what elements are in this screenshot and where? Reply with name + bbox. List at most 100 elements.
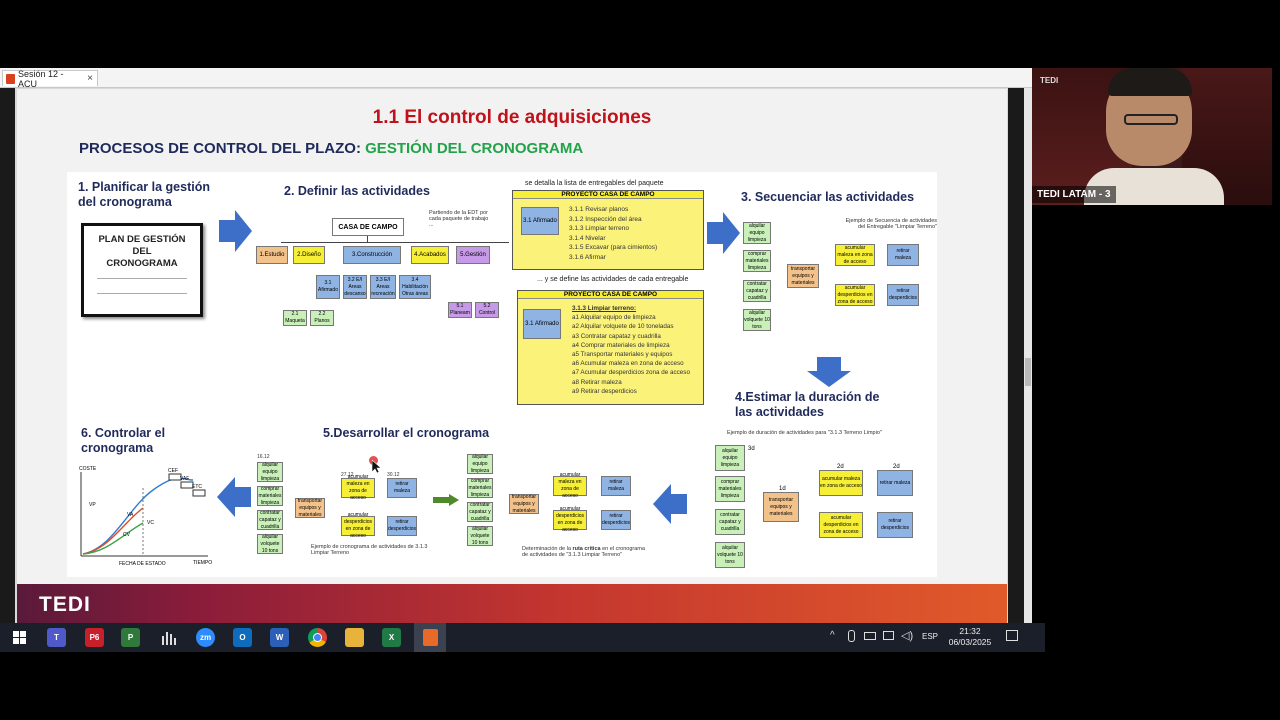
pdf-reader-taskbar-button[interactable]	[414, 623, 446, 652]
seq-mid: transportar equipos y materiales	[787, 264, 819, 288]
document-tab[interactable]: Sesión 12 - ACU ×	[2, 69, 98, 89]
seq-left-4: alquilar volquete 10 tons	[743, 309, 771, 331]
teams-icon[interactable]: T	[47, 628, 66, 647]
slide-title: 1.1 El control de adquisiciones	[372, 107, 652, 128]
pdf-icon	[6, 73, 15, 84]
activity-item: a4 Comprar materiales de limpieza	[572, 341, 670, 349]
activity-item: a2 Alquilar volquete de 10 toneladas	[572, 323, 674, 331]
doc-line2: DEL	[132, 246, 152, 257]
dur-left-3: contratar capataz y cuadrilla	[715, 509, 745, 535]
volume-icon[interactable]: ◁)	[901, 630, 914, 642]
step3-heading: 3. Secuenciar las actividades	[741, 190, 915, 204]
right-margin	[1008, 88, 1024, 623]
crit-left-4: alquilar volquete 10 tons	[467, 526, 493, 546]
caption-post: en el cronograma de actividades de "3.1.…	[522, 546, 645, 558]
crit-left-1: alquilar equipo limpieza	[467, 454, 493, 474]
doc-line1: PLAN DE GESTIÓN	[98, 234, 186, 245]
deliverables-box: PROYECTO CASA DE CAMPO 3.1 Afirmado 3.1.…	[512, 190, 704, 270]
caption-bold: ruta crítica	[572, 546, 601, 552]
arrow-right-icon	[219, 210, 252, 252]
wbs-sub-recreacion: 3.3 E/I Areas recreación	[370, 275, 396, 299]
wbs-connector	[281, 242, 509, 243]
critical-path-caption: Determinación de la ruta crítica en el c…	[522, 546, 652, 558]
excel-icon[interactable]: X	[382, 628, 401, 647]
activity-item: a3 Contratar capataz y cuadrilla	[572, 332, 661, 340]
crit-ret-1: retirar maleza	[601, 476, 631, 496]
chart-label: VC	[147, 520, 154, 526]
seq-ret-1: retirar maleza	[887, 244, 919, 266]
notifications-icon[interactable]	[1006, 630, 1018, 641]
crit-mid: transportar equipos y materiales	[509, 494, 539, 514]
wbs-connector-v	[367, 236, 368, 243]
step2-heading: 2. Definir las actividades	[284, 184, 430, 198]
primavera-p6-icon[interactable]: P6	[85, 628, 104, 647]
outlook-icon[interactable]: O	[233, 628, 252, 647]
chart-label: COSTE	[79, 466, 97, 472]
date-label: 30.12	[387, 472, 400, 478]
crit-left-3: contratar capataz y cuadrilla	[467, 502, 493, 522]
earned-value-chart	[80, 472, 208, 557]
chrome-icon[interactable]	[308, 628, 327, 647]
chart-label: ETC	[192, 484, 202, 490]
deliverable-item: 3.1.3 Limpiar terreno	[569, 225, 629, 232]
vertical-scrollbar[interactable]	[1024, 88, 1032, 623]
date-label: 27.12	[341, 472, 354, 478]
language-indicator[interactable]: ESP	[922, 632, 939, 641]
dur-ret-1: retirar maleza	[877, 470, 913, 496]
word-icon[interactable]: W	[270, 628, 289, 647]
tab-bar: Sesión 12 - ACU ×	[0, 68, 1032, 89]
step1-heading: 1. Planificar la gestión del cronograma	[78, 180, 210, 210]
sched-acc-1: acumular maleza en zona de acceso	[341, 474, 375, 501]
dur-acc-1: acumular maleza en zona de acceso	[819, 470, 863, 496]
seq-left-2: comprar materiales limpieza	[743, 250, 771, 272]
project-icon[interactable]: P	[121, 628, 140, 647]
activity-item: a9 Retirar desperdicios	[572, 387, 637, 395]
file-explorer-icon[interactable]	[345, 628, 364, 647]
wbs-sub-otras: 3.4 Habilitación Otras áreas	[399, 275, 431, 299]
chevron-up-icon[interactable]: ^	[830, 630, 835, 641]
diagram-panel: 1. Planificar la gestión del cronograma …	[67, 172, 937, 577]
chart-label: VAF	[180, 476, 190, 482]
step6-heading-line2: cronograma	[81, 441, 154, 455]
plan-document: PLAN DE GESTIÓN DEL CRONOGRAMA	[81, 223, 203, 317]
battery-icon[interactable]	[864, 632, 876, 640]
microphone-icon[interactable]	[848, 630, 855, 642]
dur-left-1: alquilar equipo limpieza	[715, 445, 745, 471]
activities-list: 3.1.3 Limpiar terreno: a1 Alquilar equip…	[572, 304, 690, 396]
doc-table	[97, 278, 187, 294]
chart-label: VA	[127, 512, 134, 518]
wbs-node-acabados: 4.Acabados	[411, 246, 449, 264]
slide-subtitle: PROCESOS DE CONTROL DEL PLAZO: GESTIÓN D…	[79, 140, 583, 157]
arrow-left-icon	[653, 484, 687, 524]
subtitle-highlight: GESTIÓN DEL CRONOGRAMA	[365, 140, 584, 157]
activity-item: a7 Acumular desperdicios zona de acceso	[572, 369, 690, 377]
clock[interactable]: 21:32 06/03/2025	[946, 626, 994, 648]
network-app-icon[interactable]	[159, 628, 178, 647]
deliverable-item: 3.1.4 Nivelar	[569, 234, 606, 242]
center-mid-note: ... y se define las actividades de cada …	[537, 276, 689, 283]
wbs-node-estudio: 1.Estudio	[256, 246, 288, 264]
activities-code: 3.1 Afirmado	[523, 309, 561, 339]
mouse-pointer-icon	[372, 460, 382, 474]
chart-label: VP	[89, 502, 96, 508]
wbs-sub-planos: 2.2 Planos	[310, 310, 334, 326]
zoom-icon[interactable]: zm	[196, 628, 215, 647]
activity-item: a5 Transportar materiales y equipos	[572, 351, 673, 359]
schedule-caption: Ejemplo de cronograma de actividades de …	[311, 544, 428, 556]
dur-acc-2: acumular desperdicios en zona de acceso	[819, 512, 863, 538]
windows-start-icon[interactable]	[10, 628, 29, 647]
wbs-node-diseno: 2.Diseño	[293, 246, 325, 264]
participant-video[interactable]: TEDI TEDI LATAM - 3	[1032, 68, 1272, 205]
dur-mid: transportar equipos y materiales	[763, 492, 799, 522]
close-icon[interactable]: ×	[87, 73, 93, 84]
center-top-note: se detalla la lista de entregables del p…	[525, 180, 664, 187]
network-icon[interactable]	[883, 631, 894, 640]
activity-item: a6 Acumular maleza en zona de acceso	[572, 360, 684, 368]
step4-note: Ejemplo de duración de actividades para …	[727, 430, 882, 436]
dur-left-4: alquilar volquete 10 tons	[715, 542, 745, 568]
crit-ret-2: retirar desperdicios	[601, 510, 631, 530]
scrollbar-thumb[interactable]	[1025, 358, 1031, 386]
step6-heading: 6. Controlar el cronograma	[81, 426, 165, 456]
dur-left-2: comprar materiales limpieza	[715, 476, 745, 502]
video-brand: TEDI	[1040, 76, 1059, 85]
